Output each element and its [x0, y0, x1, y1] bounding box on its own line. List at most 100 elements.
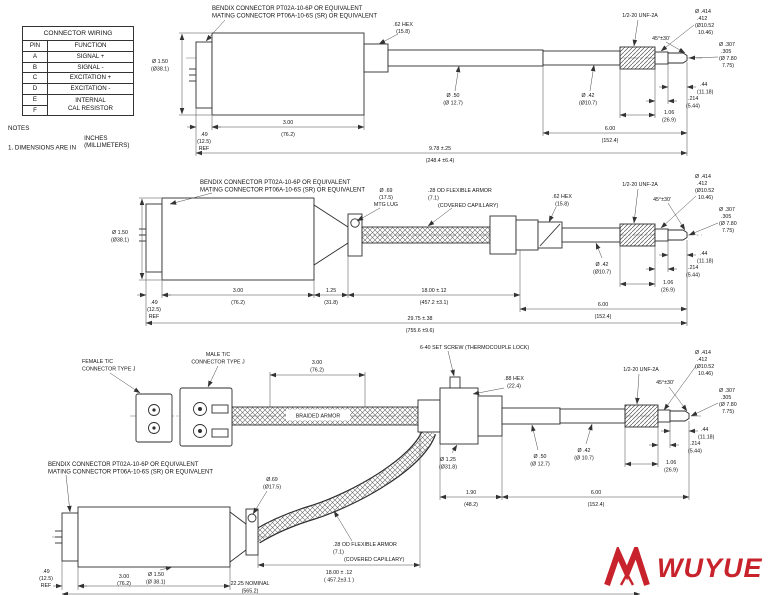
notes-units-stack: INCHES(MILLIMETERS)	[84, 135, 129, 150]
d3-len600-mm: (152.4)	[588, 502, 605, 508]
d2-len600-mm: (152.4)	[595, 314, 612, 320]
d3-dia125: Ø 1.25	[440, 457, 456, 463]
d3-collar	[477, 395, 503, 437]
d1-hex-label-mm: (15.8)	[396, 29, 410, 35]
d1-thread-spec: 1/2-20 UNF-2A	[622, 13, 658, 19]
d3-dia414-mm1: (Ø10.52	[695, 364, 714, 370]
wiring-table-title: CONNECTOR WIRING	[22, 25, 134, 42]
pin-f: F	[22, 104, 48, 117]
d3-curved-flex-armor	[252, 428, 437, 544]
pin-a: A	[22, 50, 48, 63]
d2-len600: 6.00	[598, 302, 608, 308]
fn-c: EXCITATION +	[47, 72, 134, 85]
d3-top-len300: 3.00	[312, 360, 322, 366]
d2-len300-mm: (76.2)	[231, 300, 245, 306]
d2-mtg-lug-mm: (17.5)	[379, 195, 393, 201]
d2-bendix-label-2: MATING CONNECTOR PT06A-10-6S (SR) OR EQU…	[200, 188, 365, 194]
d1-dia307-mm2: 7.75)	[722, 63, 734, 69]
d2-step	[654, 228, 669, 242]
d3-len190: 1.90	[466, 490, 476, 496]
d2-dia307-mm1: (Ø 7.80	[719, 221, 737, 227]
d3-male-label-2: CONNECTOR TYPE J	[191, 360, 245, 366]
d2-len44: .44	[700, 251, 707, 257]
d2-mounting-lug	[347, 213, 363, 257]
d3-hex88-mm: (22.4)	[507, 384, 521, 390]
notes-item-1: 1. DIMENSIONS ARE IN INCHES(MILLIMETERS)	[8, 135, 129, 154]
d3-top-len300-mm: (76.2)	[310, 368, 324, 374]
d3-thread-spec: 1/2-20 UNF-2A	[623, 367, 659, 373]
d3-len106-mm: (26.9)	[664, 468, 678, 474]
d1-dia307-mm1: (Ø 7.80	[719, 56, 737, 62]
d2-housing-body	[161, 197, 315, 281]
pin-c: C	[22, 72, 48, 85]
d3-female-label-2: CONNECTOR TYPE J	[82, 367, 136, 373]
d2-len106: 1.06	[663, 280, 673, 286]
pin-d: D	[22, 83, 48, 95]
table-row: E INTERNAL CAL RESISTOR	[22, 93, 134, 117]
d3-male-blade-1	[211, 404, 229, 414]
drawing-flexible-capillary-sensor: BENDIX CONNECTOR PT02A-10-6P OR EQUIVALE…	[111, 174, 737, 334]
d3-ref: REF	[41, 583, 52, 589]
d3-nominal-mm: (565.2)	[242, 589, 259, 595]
d3-dia412: .412	[697, 357, 707, 363]
pin-b: B	[22, 61, 48, 74]
d3-bottom-mounting-lug	[245, 508, 259, 556]
notes-item-1-text: 1. DIMENSIONS ARE IN	[8, 143, 77, 151]
d1-len600: 6.00	[605, 126, 615, 132]
d3-male-blade-2	[211, 428, 229, 438]
table-row: C EXCITATION +	[22, 72, 134, 85]
d1-bendix-label-2: MATING CONNECTOR PT06A-10-6S (SR) OR EQU…	[212, 14, 377, 20]
drawing-thermocouple-sensor: FEMALE T/C CONNECTOR TYPE J MALE T/C CON…	[39, 345, 737, 595]
d3-diaphragm-tip	[669, 410, 690, 422]
d2-len049-mm: (12.5)	[147, 307, 161, 313]
d3-mtg-lug-mm: (Ø17.5)	[263, 485, 281, 491]
d3-len18: 18.00 ± .12	[326, 570, 353, 576]
d2-overall-mm: (755.6 ±9.6)	[406, 328, 435, 334]
d2-armor-label-1: .28 OD FLEXIBLE ARMOR	[428, 188, 492, 194]
fn-b: SIGNAL -	[47, 61, 134, 74]
d3-threads	[624, 404, 659, 428]
d1-len049-mm: (12.5)	[197, 139, 211, 145]
d1-dia414-mm2: 10.46)	[698, 30, 713, 36]
table-row: A SIGNAL +	[22, 50, 134, 63]
d2-connector-cap	[145, 203, 163, 273]
d2-dia42: Ø .42	[596, 262, 609, 268]
d2-dimension-lines	[137, 188, 719, 326]
d1-dia414-mm1: (Ø10.52	[695, 23, 714, 29]
d2-dia414: Ø .414	[695, 174, 711, 180]
d1-dia50: Ø .50	[447, 93, 460, 99]
d3-bottom-connector-pins	[55, 530, 62, 544]
d1-connector-pins	[189, 68, 196, 82]
d2-dia150-mm: (Ø38.1)	[111, 238, 129, 244]
d3-dia414-mm2: 10.46)	[698, 371, 713, 377]
d2-hex-flat-line	[539, 223, 561, 247]
d1-hex-nut	[363, 43, 389, 73]
d2-len214: .214	[688, 265, 698, 271]
d3-dia305: .305	[721, 395, 731, 401]
wuyue-logo-icon	[604, 547, 650, 586]
d2-dia42-mm: (Ø10.7)	[593, 270, 611, 276]
d3-hex-body	[439, 387, 479, 445]
d3-dia307-mm1: (Ø 7.80	[719, 402, 737, 408]
d1-hex-label: .62 HEX	[393, 22, 413, 28]
d3-dia150-mm: (Ø 38.1)	[146, 580, 166, 586]
d3-male-pin-dot-1	[198, 407, 202, 411]
d1-dia42: Ø .42	[582, 93, 595, 99]
d1-stem	[387, 49, 544, 67]
fn-ef-line2: CAL RESISTOR	[67, 105, 114, 113]
d2-len214-mm: (5.44)	[686, 273, 700, 279]
d3-hex88-label: .88 HEX	[504, 376, 524, 382]
d3-dia125-mm: (Ø31.8)	[439, 465, 457, 471]
d2-mtg-lug-label: MTG LUG	[374, 202, 398, 208]
d2-thread-spec: 1/2-20 UNF-2A	[622, 182, 658, 188]
d1-dia414: Ø .414	[695, 9, 711, 15]
d2-mtg-lug-dia: Ø .69	[380, 188, 393, 194]
d1-len300: 3.00	[283, 120, 293, 126]
d1-bendix-label-1: BENDIX CONNECTOR PT02A-10-6P OR EQUIVALE…	[212, 6, 363, 12]
d3-len44: .44	[701, 427, 708, 433]
d2-threads	[619, 223, 656, 247]
d3-len049-mm: (12.5)	[39, 576, 53, 582]
d3-female-pin-dot-2	[152, 426, 156, 430]
d1-overall: 9.78 ±.25	[429, 146, 451, 152]
